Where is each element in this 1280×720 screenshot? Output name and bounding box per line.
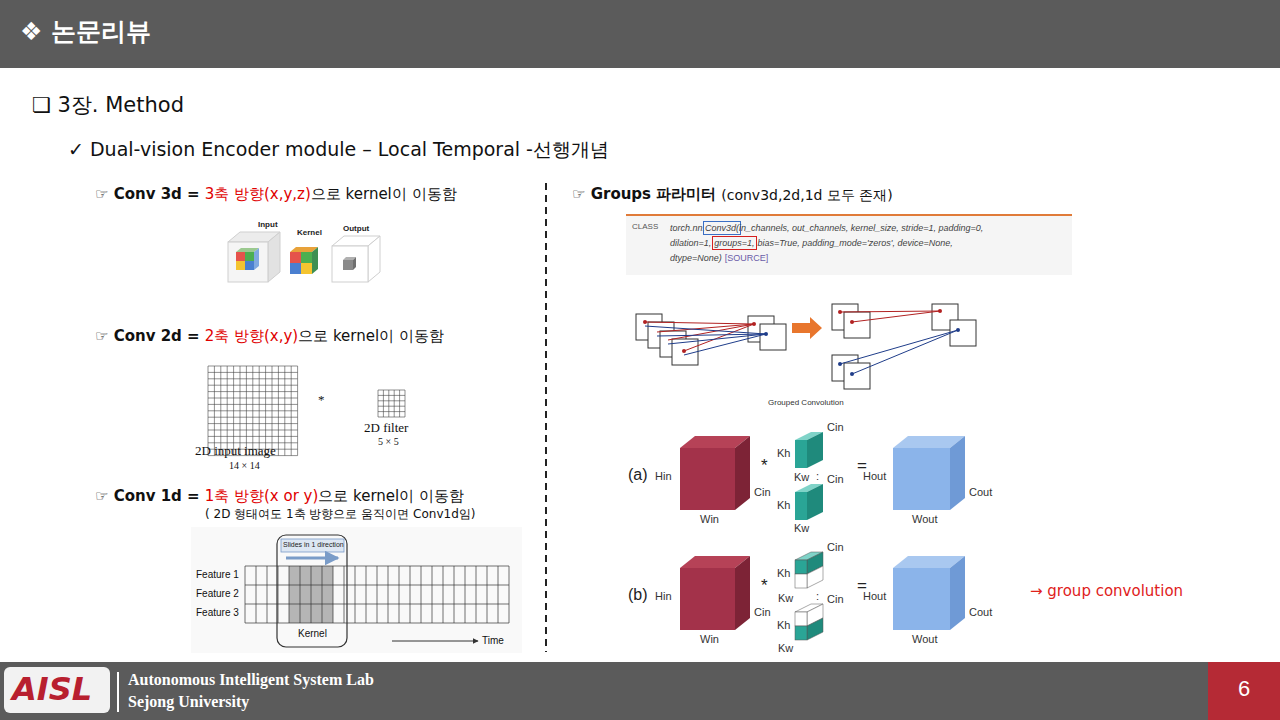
- slide-title: ❖ 논문리뷰: [20, 18, 151, 47]
- axis-label: Feature 3: [196, 607, 239, 619]
- dimension-label: Cin: [827, 421, 844, 434]
- bullet-note: (conv3d,2d,1d 모두 존재): [721, 187, 893, 203]
- bullet-text: 으로 kernel이 이동함: [298, 328, 444, 345]
- dimension-label: Kw: [794, 471, 809, 484]
- panel-letter: (b): [628, 586, 648, 604]
- standard-conv-figure: [680, 432, 965, 520]
- conv3d-illustration: [228, 232, 380, 282]
- dimension-label: Kh: [777, 447, 790, 460]
- dimension-label: Cin: [827, 593, 844, 606]
- kernel-outline: [277, 535, 347, 647]
- column-divider: [545, 183, 547, 652]
- transform-arrow: [792, 317, 822, 339]
- bullet-text: 으로 kernel이 이동함: [311, 186, 457, 203]
- dimension-label: Hout: [863, 590, 886, 603]
- panel-letter: (a): [628, 466, 648, 484]
- code-text: groups=1,: [714, 238, 754, 248]
- code-text: [SOURCE]: [725, 253, 769, 263]
- dimension-label: Win: [700, 513, 719, 526]
- dimension-label: 14 × 14: [229, 460, 260, 472]
- figure-caption: 2D input image: [195, 444, 276, 459]
- code-text: Conv3d(: [705, 223, 739, 233]
- code-panel: [626, 215, 1072, 275]
- connection-lines: [643, 309, 960, 376]
- code-text: dtype=None): [670, 253, 722, 263]
- code-text: dilation=1,: [670, 238, 711, 248]
- dimension-label: Cin: [754, 606, 771, 619]
- dimension-label: Win: [700, 633, 719, 646]
- group-conv-figure: [680, 552, 965, 640]
- input-grid: [208, 366, 298, 456]
- axis-label: Time: [482, 635, 504, 647]
- footer-text: Sejong University: [128, 693, 249, 711]
- operator-symbol: *: [761, 576, 768, 596]
- figure-caption: 2D filter: [364, 421, 408, 436]
- figure-label: Output: [343, 224, 369, 233]
- dimension-label: :: [816, 470, 819, 483]
- dimension-label: Wout: [912, 633, 937, 646]
- time-arrow: [392, 641, 478, 642]
- code-text: in_channels, out_channels, kernel_size, …: [739, 223, 983, 233]
- dimension-label: Hout: [863, 470, 886, 483]
- page-number: 6: [1238, 676, 1250, 701]
- highlight-text: 2축 방향(x,y): [205, 328, 299, 345]
- subsection-heading: ✓ Dual-vision Encoder module – Local Tem…: [68, 139, 609, 161]
- grouped-convolution-figure: [636, 304, 976, 389]
- highlight-text: 1축 방향(x or y): [205, 488, 319, 505]
- bullet-term: ☞ Groups 파라미터: [572, 186, 716, 203]
- page-tab: [1208, 662, 1280, 720]
- feature-panel: [191, 527, 522, 653]
- code-class-tag: CLASS: [632, 222, 658, 231]
- dimension-label: Cin: [827, 541, 844, 554]
- bullet-term: ☞ Conv 3d =: [95, 186, 200, 203]
- slide-tag: [281, 539, 344, 552]
- lab-logo: AISL: [12, 671, 92, 708]
- header-bar: [0, 0, 1280, 68]
- slide-arrow: [286, 557, 338, 560]
- bullet-term: ☞ Conv 2d =: [95, 328, 200, 345]
- figure-caption: Grouped Convolution: [768, 398, 844, 407]
- kernel-cells: [289, 566, 333, 623]
- code-text: bias=True, padding_mode='zeros', device=…: [758, 238, 953, 248]
- axis-label: Kernel: [298, 628, 327, 640]
- operator-symbol: *: [761, 456, 768, 476]
- highlight-text: 3축 방향(x,y,z): [205, 186, 311, 203]
- section-heading: ❏ 3장. Method: [32, 93, 184, 117]
- bullet-text: 으로 kernel이 이동함: [318, 488, 464, 505]
- filter-grid: [378, 390, 405, 417]
- dimension-label: Kw: [778, 592, 793, 605]
- dimension-label: Kh: [777, 619, 790, 632]
- dimension-label: :: [816, 590, 819, 603]
- figure-caption: *: [318, 393, 325, 408]
- code-rule: [626, 214, 1072, 216]
- dimension-label: Cout: [969, 486, 992, 499]
- dimension-label: Cin: [754, 486, 771, 499]
- code-signature: torch.nn.Conv3d(in_channels, out_channel…: [670, 221, 1068, 266]
- dimension-label: Kw: [778, 642, 793, 655]
- bullet-term: ☞ Conv 1d =: [95, 488, 200, 505]
- dimension-label: Hin: [655, 470, 672, 483]
- dimension-label: Kh: [777, 499, 790, 512]
- footer-divider: [117, 672, 119, 712]
- callout-text: → group convolution: [1030, 583, 1183, 600]
- figure-label: Input: [258, 220, 278, 229]
- dimension-label: Hin: [655, 590, 672, 603]
- note-text: ( 2D 형태여도 1축 방향으로 움직이면 Conv1d임): [205, 508, 475, 522]
- figure-label: Kernel: [297, 228, 322, 237]
- footer-text: Autonomous Intelligent System Lab: [128, 671, 374, 689]
- footer-bar: [0, 662, 1280, 720]
- dimension-label: Wout: [912, 513, 937, 526]
- axis-label: Feature 2: [196, 588, 239, 600]
- logo-ground: [4, 667, 110, 713]
- dimension-label: Cin: [827, 473, 844, 486]
- dimension-label: Kh: [777, 567, 790, 580]
- dimension-label: 5 × 5: [378, 436, 399, 448]
- axis-label: Feature 1: [196, 569, 239, 581]
- arrow-label: Slides in 1 direction: [283, 541, 344, 549]
- code-text: torch.nn.: [670, 223, 705, 233]
- dimension-label: Kw: [794, 522, 809, 535]
- feature-grid: [245, 566, 509, 623]
- dimension-label: Cout: [969, 606, 992, 619]
